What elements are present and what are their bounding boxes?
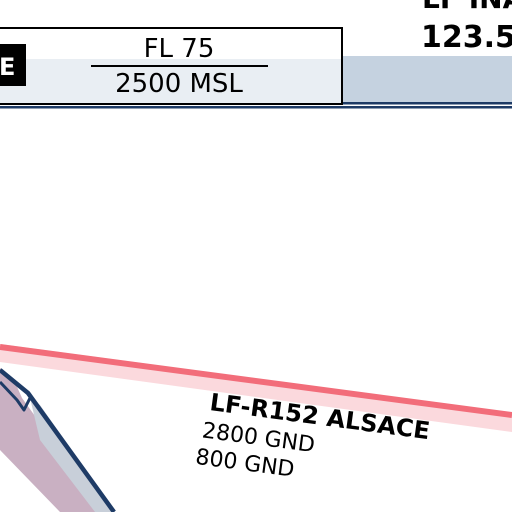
- frequency-label: LF INA 123.50: [421, 0, 512, 55]
- lower-limit-text: 2500 MSL: [115, 69, 243, 99]
- frequency-label-name: LF INA: [422, 0, 512, 15]
- airspace-class-badge: [0, 44, 26, 86]
- airspace-class-letter: E: [0, 53, 15, 81]
- upper-limit-text: FL 75: [144, 34, 215, 64]
- frequency-label-value: 123.50: [421, 20, 512, 55]
- corridor-shape: [0, 368, 116, 512]
- corridor-outline-inner: [0, 380, 32, 412]
- airspace-limits-box: E FL 75 2500 MSL: [0, 27, 343, 105]
- restricted-area-line: [0, 344, 512, 418]
- band-border-bottom: [0, 106, 512, 109]
- corridor-outline: [0, 368, 116, 512]
- restricted-area-boundary: [0, 344, 512, 432]
